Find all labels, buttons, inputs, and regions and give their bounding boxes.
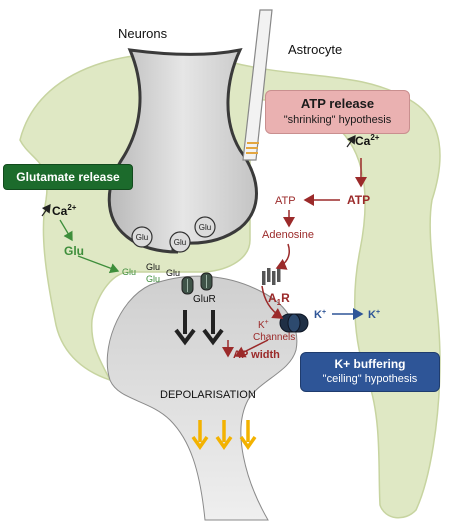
atp-right-label: ATP: [347, 193, 370, 207]
k-channels-label-k: K+: [258, 319, 269, 331]
adenosine-label: Adenosine: [262, 229, 314, 241]
glutamate-release-box: Glutamate release: [3, 164, 133, 190]
a1r-receptor-icon: [262, 268, 281, 285]
vesicle-3-label: Glu: [199, 223, 211, 232]
glu-small-label: Glu: [122, 267, 136, 277]
glur-label: GluR: [193, 294, 216, 305]
ca-rise-arrow-left: [41, 204, 51, 217]
glutamate-release-title: Glutamate release: [16, 170, 120, 184]
ca-left-label: Ca2+: [52, 203, 77, 218]
astrocyte-label: Astrocyte: [288, 42, 342, 57]
electrode-icon: [242, 9, 273, 161]
glu-green-label: Glu: [64, 244, 84, 258]
a1r-to-channel-arrow: [261, 285, 284, 319]
presynaptic-neuron: [107, 47, 258, 254]
k-buffering-subtitle: "ceiling" hypothesis: [322, 373, 418, 385]
glu-to-cleft-arrow: [77, 255, 120, 274]
depolarisation-arrow-2: [202, 310, 224, 346]
glur-receptor-2: [200, 272, 213, 291]
k-channels-label-word: Channels: [253, 332, 295, 343]
glu-cleft-2-label: Glu: [146, 274, 160, 284]
k-left-label: K+: [314, 309, 326, 321]
postsynaptic-neuron: [106, 275, 298, 521]
ap-width-label: AP width: [233, 349, 280, 361]
ca-to-glu-arrow: [59, 219, 73, 242]
glu-cleft-3-label: Glu: [166, 268, 180, 278]
k-channel-icon: [279, 313, 309, 333]
glur-receptor-1: [181, 276, 194, 295]
vesicle-3: [194, 216, 216, 238]
channel-to-apwidth-arrow: [234, 339, 269, 358]
glu-cleft-1-label: Glu: [146, 262, 160, 272]
atp-left-label: ATP: [275, 195, 296, 207]
vesicle-2-label: Glu: [174, 238, 186, 247]
adenosine-to-a1r-arrow: [275, 243, 290, 270]
k-buffering-title: K+ buffering: [334, 357, 406, 371]
vesicle-1-label: Glu: [136, 233, 148, 242]
neurons-label: Neurons: [118, 26, 168, 41]
atp-release-box: ATP release "shrinking" hypothesis: [265, 90, 410, 134]
depolarisation-label: DEPOLARISATION: [160, 389, 256, 401]
yellow-arrow-2: [215, 420, 233, 451]
a1r-label: A1R: [268, 291, 290, 307]
vesicle-2: [169, 231, 191, 253]
ca-right-label: Ca2+: [355, 133, 380, 148]
vesicle-1: [131, 226, 153, 248]
k-right-label: K+: [368, 309, 380, 321]
ca-rise-arrow-right: [346, 135, 356, 148]
yellow-arrow-1: [191, 420, 209, 451]
atp-release-title: ATP release: [300, 96, 375, 111]
atp-release-subtitle: "shrinking" hypothesis: [283, 114, 392, 126]
k-buffering-box: K+ buffering "ceiling" hypothesis: [300, 352, 440, 392]
yellow-arrow-3: [239, 420, 257, 451]
depolarisation-arrow-1: [174, 310, 196, 346]
